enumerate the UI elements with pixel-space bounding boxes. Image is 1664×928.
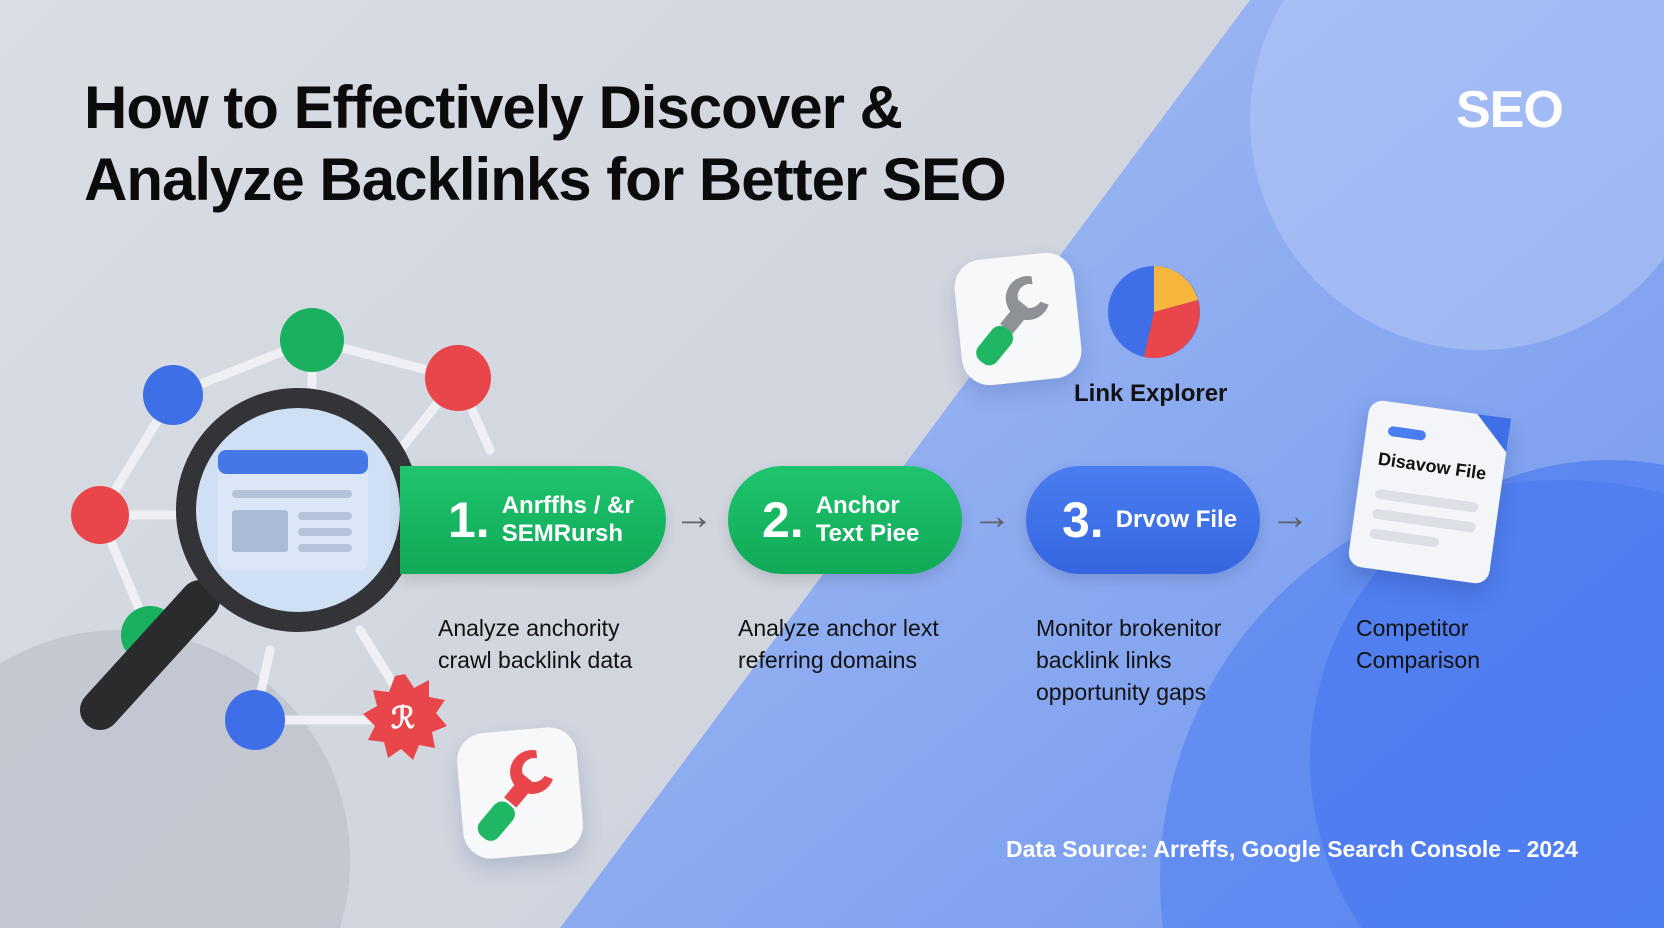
title-line-2: Analyze Backlinks for Better SEO — [84, 146, 1007, 213]
title-line-1: How to Effectively Discover & — [84, 74, 903, 141]
arrow-icon: → — [972, 494, 1012, 538]
node-green — [280, 308, 344, 372]
step-3-description: Monitor brokenitor backlink links opport… — [1036, 615, 1222, 705]
wrench-tile-bottom — [454, 725, 586, 861]
document-icon[interactable]: Disavow File — [1347, 398, 1511, 586]
step-1-number: 1. — [448, 492, 490, 548]
step-2-description: Analyze anchor lext referring domains — [738, 615, 939, 673]
page-title: How to Effectively Discover & Analyze Ba… — [84, 72, 1007, 216]
step-4-description: Competitor Comparison — [1356, 615, 1480, 673]
node-blue — [143, 365, 203, 425]
node-red — [425, 345, 491, 411]
step-1-label: Anrffhs / &r SEMRursh — [501, 492, 634, 547]
link-explorer-caption: Link Explorer — [1074, 380, 1228, 407]
step-2-label: Anchor Text Piee — [815, 492, 920, 547]
step-3-label: Drvow File — [1115, 506, 1238, 533]
step-2-pill[interactable]: 2. Anchor Text Piee — [728, 466, 962, 574]
magnifying-glass-icon: ℛ — [71, 308, 495, 760]
step-1-description: Analyze anchority crawl backlink data — [438, 615, 633, 673]
svg-text:ℛ: ℛ — [391, 702, 415, 735]
wrench-icon — [976, 275, 1049, 366]
arrow-icon: → — [674, 494, 714, 538]
seo-logo: SEO — [1456, 81, 1564, 139]
arrow-icon: → — [1270, 494, 1310, 538]
disavow-file-label: Disavow File — [1376, 448, 1488, 484]
pie-chart-icon — [1108, 266, 1200, 359]
data-source-footer: Data Source: Arreffs, Google Search Cons… — [1006, 836, 1578, 862]
step-3-number: 3. — [1062, 492, 1104, 548]
step-3-pill[interactable]: 3. Drvow File — [1026, 466, 1260, 574]
red-badge-icon: ℛ — [363, 674, 447, 760]
node-red — [71, 486, 129, 544]
step-1-pill[interactable]: 1. Anrffhs / &r SEMRursh — [400, 466, 666, 574]
wrench-tile-top — [951, 250, 1085, 388]
wrench-icon — [477, 749, 553, 841]
node-blue — [225, 690, 285, 750]
step-2-number: 2. — [762, 492, 804, 548]
